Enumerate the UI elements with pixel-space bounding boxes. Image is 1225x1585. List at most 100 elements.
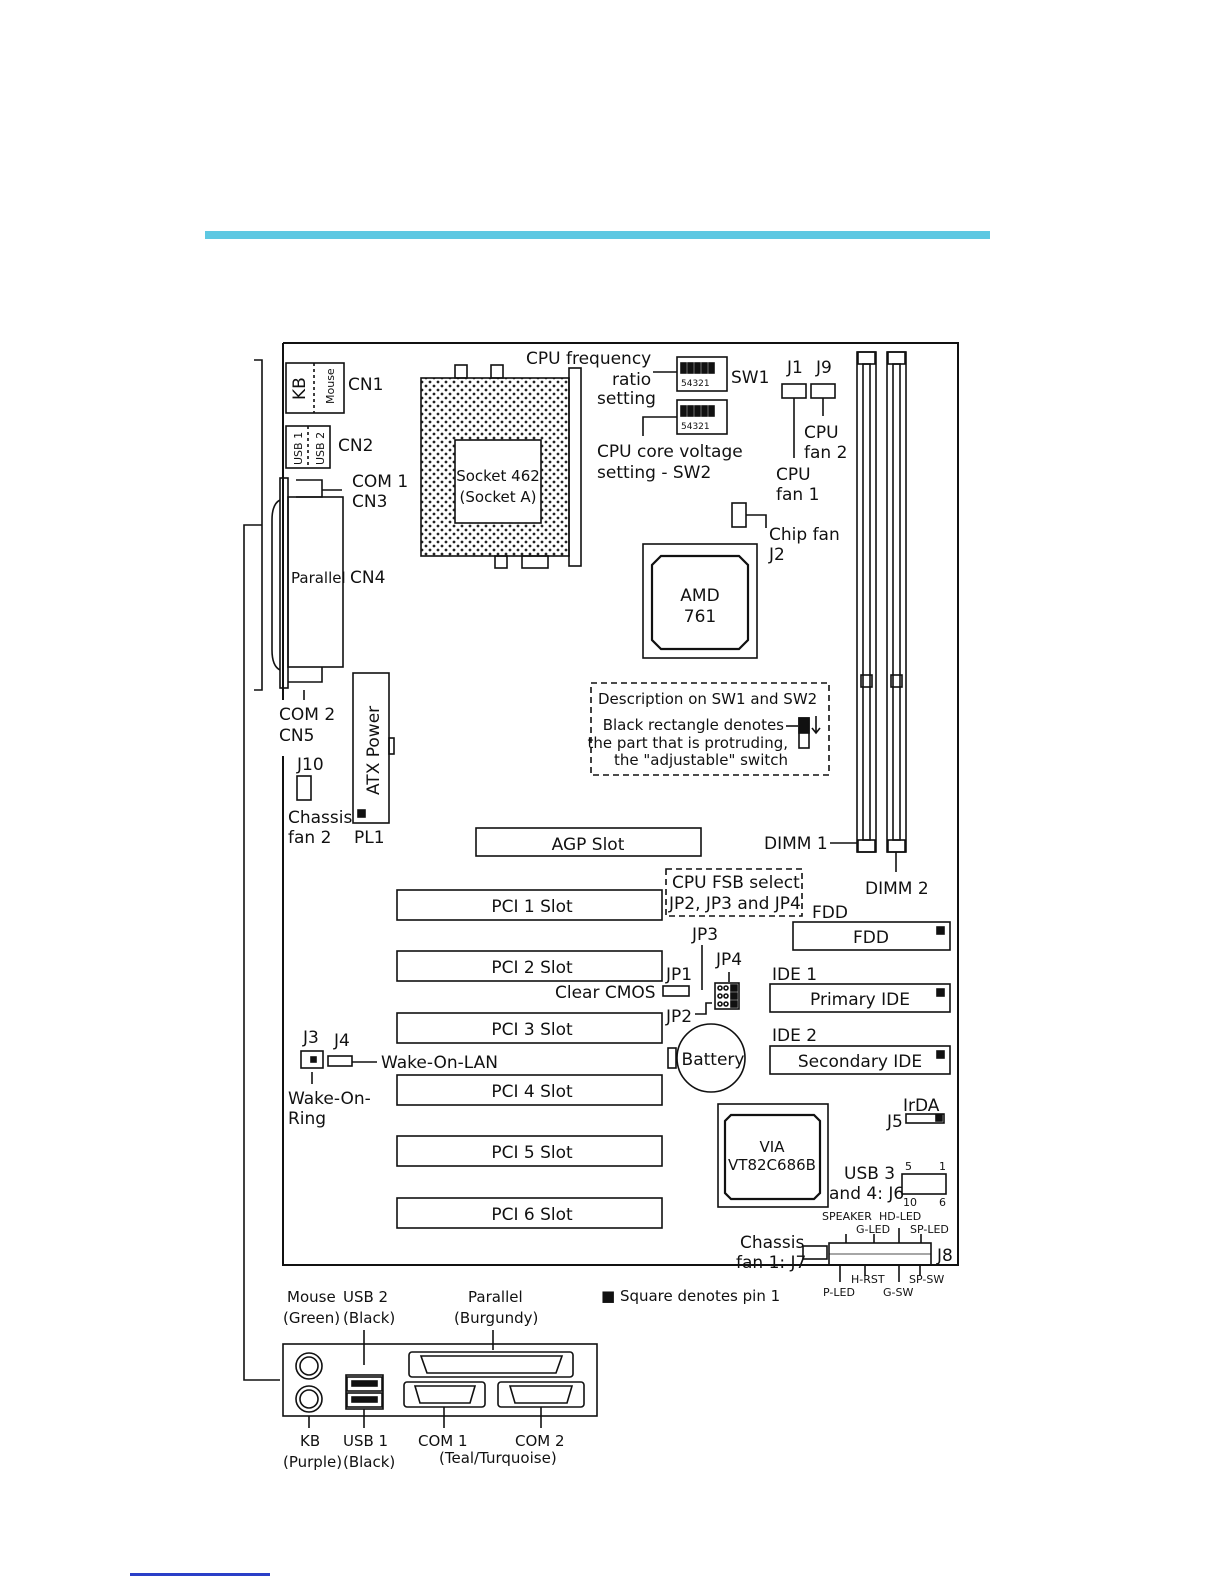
cpu-core-label-1: CPU core voltage: [597, 442, 743, 462]
pci3-label: PCI 3 Slot: [491, 1020, 573, 1040]
pci-slots: [396, 889, 663, 1229]
cpu-fan1-label-2: fan 1: [776, 485, 819, 505]
svg-text:54321: 54321: [681, 379, 710, 389]
pci1-label: PCI 1 Slot: [491, 897, 573, 917]
dimm1-slot: [856, 351, 877, 853]
cn1-label: CN1: [348, 375, 383, 395]
io-usb1-label: USB 1: [343, 1432, 388, 1450]
speaker-label: SPEAKER: [822, 1210, 872, 1223]
j2-leader: [746, 514, 767, 528]
cpu-fsb-box: [665, 868, 803, 917]
cpu-fan2-label-1: CPU: [804, 423, 839, 443]
j2-label: J2: [768, 545, 785, 565]
via-label-1: VIA: [760, 1138, 786, 1156]
pci-slot-3: [396, 1012, 663, 1044]
cn4-parallel-connector: Parallel: [271, 477, 346, 689]
cpu-freq-label-1: CPU frequency: [526, 349, 651, 369]
j6-usb-header[interactable]: [901, 1173, 947, 1195]
cn4-label: CN4: [350, 568, 385, 588]
h-rst-label: H-RST: [851, 1273, 885, 1286]
chassis-fan2-label-1: Chassis: [288, 808, 352, 828]
pl1-label: PL1: [354, 828, 385, 848]
j8-front-panel-header[interactable]: [828, 1242, 932, 1266]
socket-462: Socket 462 (Socket A): [420, 364, 582, 569]
io-parallel-label: Parallel: [468, 1288, 523, 1306]
cpu-freq-label-2: ratio: [612, 370, 651, 390]
battery-holder: [667, 1047, 677, 1069]
primary-ide-connector: [769, 983, 951, 1013]
cn4-parallel-text: Parallel: [291, 569, 346, 587]
amd-761-chipset: AMD 761: [642, 543, 758, 659]
svg-text:Black rectangle denotes: Black rectangle denotes: [603, 716, 784, 734]
io-mouse-color: (Green): [283, 1309, 340, 1327]
sp-sw-label: SP-SW: [909, 1273, 944, 1286]
sw1-dip-switch[interactable]: 54321: [676, 356, 728, 392]
cn2-usb1-label: USB 1: [292, 432, 305, 465]
io-usb1-color: (Black): [343, 1453, 395, 1471]
io-parallel-port: [408, 1351, 574, 1378]
sw-description-box: Description on SW1 and SW2 Black rectang…: [588, 682, 830, 776]
sp-led-label: SP-LED: [910, 1223, 949, 1236]
j3-header[interactable]: [300, 1050, 324, 1069]
pci5-label: PCI 5 Slot: [491, 1143, 573, 1163]
io-back-panel: [282, 1343, 598, 1417]
g-led-label: G-LED: [856, 1223, 890, 1236]
io-parallel-color: (Burgundy): [454, 1309, 538, 1327]
io-com1-label: COM 1: [418, 1432, 468, 1450]
p-led-label: P-LED: [823, 1286, 855, 1299]
atx-power-connector: ATX Power: [352, 672, 395, 824]
pci-slot-1: [396, 889, 663, 921]
cpu-core-label-2: setting - SW2: [597, 463, 711, 483]
ide2-header-label: IDE 2: [772, 1026, 817, 1046]
j4-label: J4: [333, 1031, 350, 1051]
j10-header[interactable]: [296, 775, 312, 801]
dimm2-label: DIMM 2: [865, 879, 929, 899]
chip-fan-label: Chip fan: [769, 525, 840, 545]
chassis-fan1-label-2: fan 1: J7: [736, 1253, 806, 1273]
j2-chip-fan-header[interactable]: [731, 502, 747, 528]
io-com-color: (Teal/Turquoise): [439, 1449, 557, 1467]
io-usb2-label: USB 2: [343, 1288, 388, 1306]
via-southbridge-chip: VIA VT82C686B: [717, 1103, 829, 1208]
pci-slot-4: [396, 1074, 663, 1106]
svg-text:Description on SW1 and SW2: Description on SW1 and SW2: [598, 690, 817, 708]
cn2-usb2-label: USB 2: [314, 432, 327, 465]
cn1-mouse-label: Mouse: [324, 368, 337, 404]
agp-slot: [475, 827, 702, 857]
cn2-usb-connector: USB 1 USB 2: [285, 425, 331, 469]
sw2-dip-switch[interactable]: 54321: [676, 399, 728, 435]
io-mouse-port: [295, 1352, 323, 1380]
io-kb-label: KB: [300, 1432, 320, 1450]
j1-header[interactable]: [781, 383, 807, 399]
fdd-header-label: FDD: [812, 903, 848, 923]
pci-slot-5: [396, 1135, 663, 1167]
j4-header[interactable]: [327, 1055, 353, 1067]
fdd-pin1: [936, 926, 945, 935]
via-label-2: VT82C686B: [728, 1156, 816, 1174]
footer-link-underline[interactable]: [130, 1573, 270, 1576]
cpu-fsb-label-1: CPU FSB select: [672, 873, 800, 893]
battery: [676, 1023, 746, 1093]
cn5-label: CN5: [279, 726, 314, 746]
hd-led-label: HD-LED: [879, 1210, 921, 1223]
battery-label: Battery: [682, 1050, 745, 1070]
j3-label: J3: [302, 1028, 319, 1048]
cpu-fan1-label-1: CPU: [776, 465, 811, 485]
j9-header[interactable]: [810, 383, 836, 399]
chassis-fan1-label-1: Chassis: [740, 1233, 804, 1253]
wake-on-ring-label-2: Ring: [288, 1109, 326, 1129]
dimm2-slot: [886, 351, 907, 853]
jp1-header[interactable]: [662, 985, 690, 997]
jp2-label: JP2: [665, 1007, 692, 1027]
pci6-label: PCI 6 Slot: [491, 1205, 573, 1225]
j5-irda-header[interactable]: [905, 1113, 945, 1124]
io-shield-connector-line: [243, 524, 280, 1381]
cn1-kb-label: KB: [290, 377, 310, 400]
irda-label: IrDA: [903, 1096, 940, 1116]
fdd-connector: [792, 921, 951, 951]
j7-header[interactable]: [802, 1245, 828, 1260]
jp2-jp3-jp4-jumpers[interactable]: [714, 982, 740, 1010]
svg-text:54321: 54321: [681, 422, 710, 432]
sw1-label: SW1: [731, 368, 769, 388]
